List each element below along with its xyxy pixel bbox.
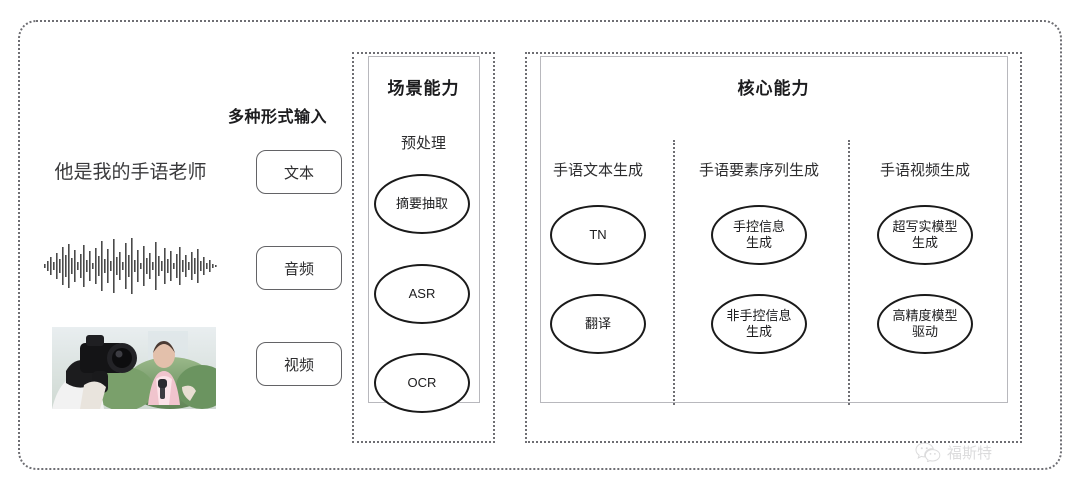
core-capability-panel: 核心能力 <box>525 52 1022 443</box>
core-panel-title: 核心能力 <box>737 79 810 98</box>
scene-panel-title: 场景能力 <box>387 79 460 98</box>
core-node-non-manual-info-generation[interactable]: 非手控信息 生成 <box>711 294 807 354</box>
outer-frame <box>18 20 1062 470</box>
core-column-header-sign-text-generation: 手语文本生成 <box>552 162 643 179</box>
audio-waveform-icon <box>42 235 222 297</box>
input-zone-title: 多种形式输入 <box>227 109 327 126</box>
core-column-divider-1 <box>673 140 675 405</box>
modality-pill-video[interactable]: 视频 <box>256 342 342 386</box>
core-panel-inner-box <box>540 56 1008 403</box>
scene-panel-subtitle: 预处理 <box>400 135 446 152</box>
scene-node-ocr[interactable]: OCR <box>374 353 470 413</box>
core-node-manual-info-generation[interactable]: 手控信息 生成 <box>711 205 807 265</box>
scene-capability-panel: 场景能力 预处理 <box>352 52 495 443</box>
modality-pill-audio[interactable]: 音频 <box>256 246 342 290</box>
modality-pill-text[interactable]: 文本 <box>256 150 342 194</box>
core-node-tn[interactable]: TN <box>550 205 646 265</box>
video-thumbnail <box>52 327 216 409</box>
wechat-icon <box>915 442 941 462</box>
sample-text: 他是我的手语老师 <box>54 162 207 183</box>
scene-node-summary-extraction[interactable]: 摘要抽取 <box>374 174 470 234</box>
core-node-hyperrealistic-model-generation[interactable]: 超写实模型 生成 <box>877 205 973 265</box>
core-node-translation[interactable]: 翻译 <box>550 294 646 354</box>
watermark-text: 福斯特 <box>947 444 993 462</box>
input-zone: 多种形式输入 他是我的手语老师 <box>30 95 342 415</box>
core-column-header-sign-element-sequence-generation: 手语要素序列生成 <box>698 162 819 179</box>
core-column-divider-2 <box>848 140 850 405</box>
core-column-header-sign-video-generation: 手语视频生成 <box>879 162 970 179</box>
scene-node-asr[interactable]: ASR <box>374 264 470 324</box>
core-node-high-precision-model-driving[interactable]: 高精度模型 驱动 <box>877 294 973 354</box>
watermark: 福斯特 <box>915 438 1065 466</box>
